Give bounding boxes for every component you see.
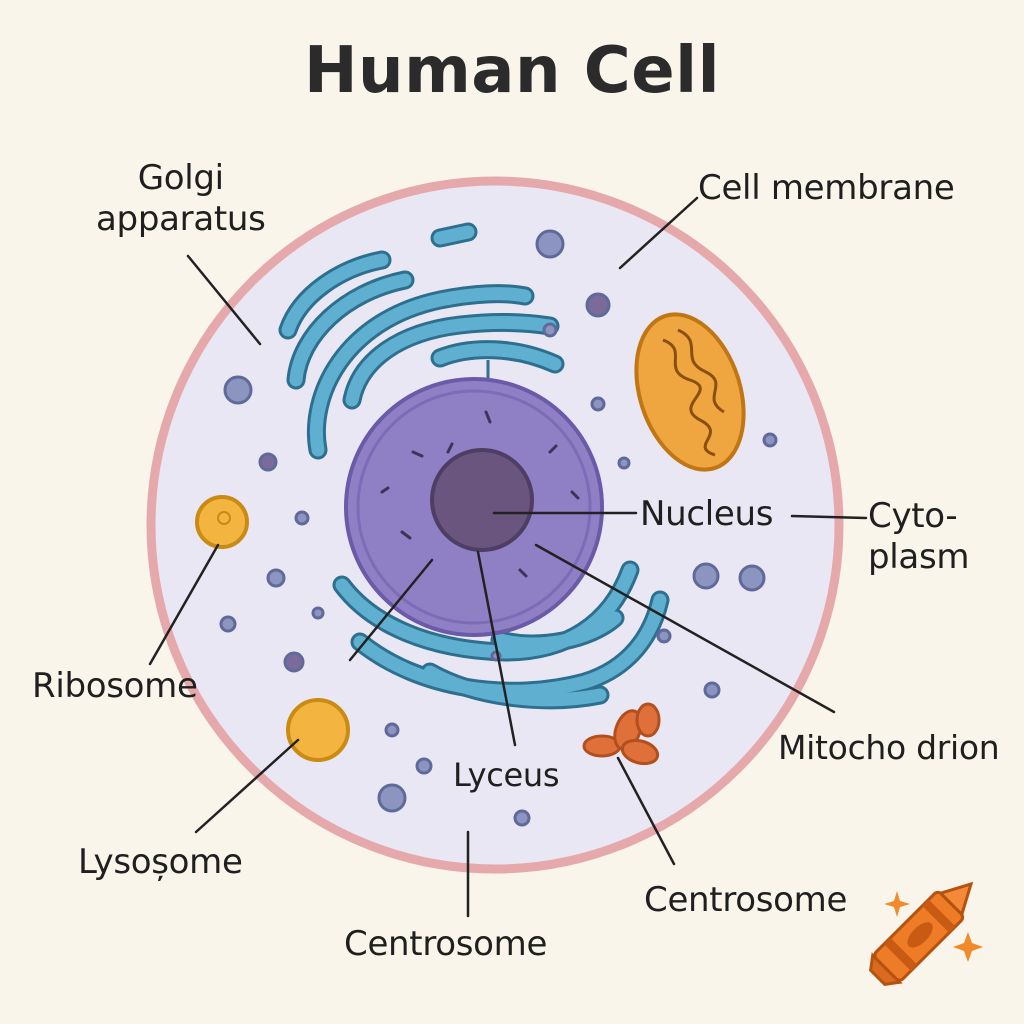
diagram-title: Human Cell: [303, 34, 721, 108]
label-nucleus: Nucleus: [640, 494, 774, 534]
label-cell-membrane: Cell membrane: [698, 168, 955, 208]
leader-centrosome-right: [616, 756, 676, 866]
sparkle-icon: [884, 891, 983, 962]
leader-mitochondrion: [534, 543, 836, 714]
label-centrosome-bottom: Centrosome: [344, 924, 548, 964]
leader-cytoplasm: [790, 514, 868, 520]
label-golgi-line1: Golgi: [137, 158, 224, 198]
leader-lyceus-2: [348, 558, 434, 662]
mitochondrion: [634, 312, 746, 472]
label-ribosome: Ribosome: [32, 666, 198, 706]
nucleolus: [430, 448, 534, 552]
label-lysosome: Lysoșome: [78, 842, 243, 882]
leader-lysosome: [194, 738, 300, 834]
label-centrosome-right: Centrosome: [644, 880, 848, 920]
label-cytoplasm-line1: Cyto-: [868, 496, 958, 536]
label-golgi-apparatus: Golgi apparatus: [96, 158, 266, 241]
label-cytoplasm: Cyto- plasm: [868, 496, 970, 579]
label-golgi-line2: apparatus: [96, 199, 266, 240]
leader-lines: [148, 196, 868, 918]
centrosome: [582, 702, 661, 766]
leader-ribosome: [148, 543, 220, 666]
ribosome-organelle: [195, 495, 249, 549]
label-mitochondrion: Mitocho drion: [778, 728, 1000, 767]
label-lyceus: Lyceus: [453, 756, 560, 794]
lysosome-organelle: [286, 698, 350, 762]
crayon-icon: [869, 881, 974, 986]
leader-lyceus: [476, 550, 517, 747]
vesicles: [219, 229, 778, 827]
label-cytoplasm-line2: plasm: [868, 537, 970, 578]
leader-golgi: [186, 254, 262, 346]
leader-cell-membrane: [618, 196, 699, 270]
